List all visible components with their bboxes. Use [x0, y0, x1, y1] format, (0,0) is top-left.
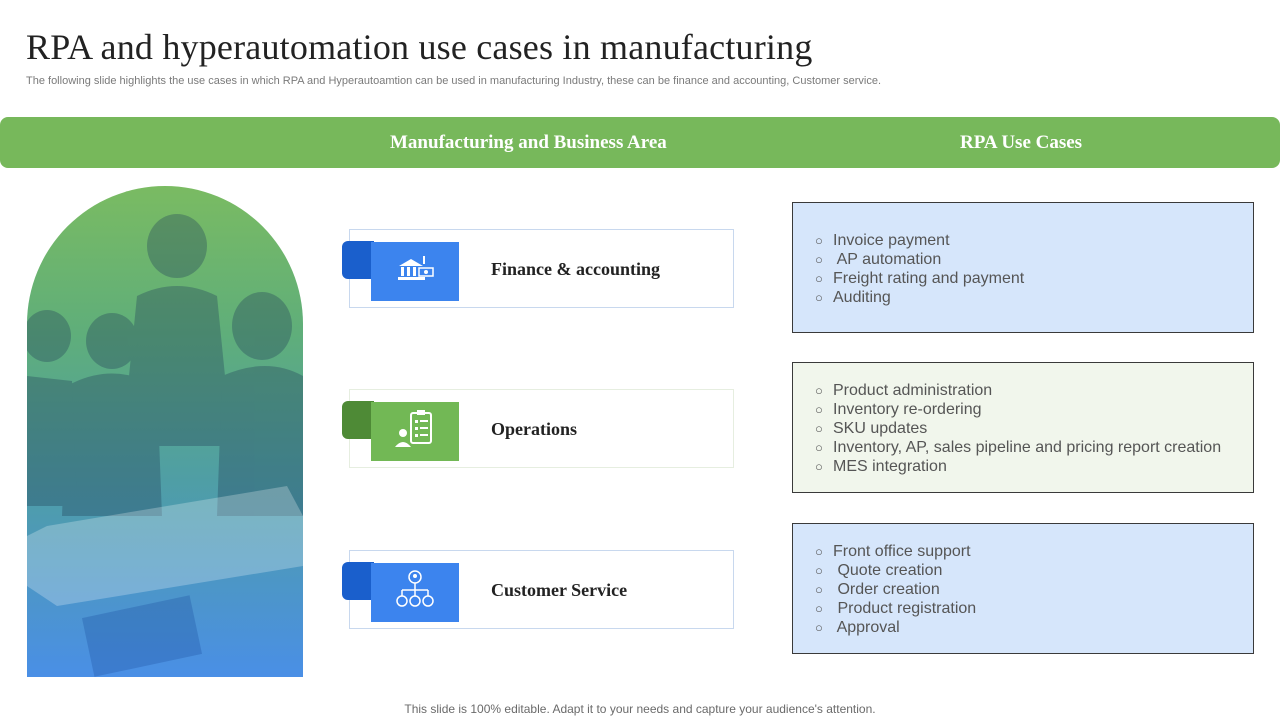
- use-case-text: Front office support: [833, 543, 971, 560]
- bullet-icon: ○: [815, 252, 823, 267]
- use-case-item: ○ SKU updates: [815, 419, 1253, 438]
- bullet-icon: ○: [815, 402, 823, 417]
- use-case-text: Auditing: [833, 289, 891, 306]
- header-business-area: Manufacturing and Business Area: [390, 132, 667, 153]
- card-icon-box: [371, 563, 459, 622]
- use-case-list: ○ Product administration ○ Inventory re-ord…: [815, 381, 1253, 476]
- use-case-text: MES integration: [833, 458, 947, 475]
- use-case-list: ○Front office support○ Quote creation○ O…: [815, 542, 1253, 637]
- area-label: Customer Service: [491, 580, 628, 600]
- use-case-text: Approval: [833, 619, 900, 636]
- customer-network-icon: [393, 570, 437, 615]
- card-icon-box: [371, 242, 459, 301]
- use-case-item: ○ Invoice payment: [815, 231, 1253, 250]
- use-case-text: Order creation: [833, 581, 940, 598]
- checklist-person-icon: [393, 409, 437, 454]
- use-case-text: Inventory re-ordering: [833, 401, 982, 418]
- bullet-icon: ○: [815, 582, 823, 597]
- footer-note: This slide is 100% editable. Adapt it to…: [404, 702, 876, 716]
- use-case-box-operations: ○ Product administration ○ Inventory re-ord…: [792, 362, 1254, 493]
- bullet-icon: ○: [815, 563, 823, 578]
- bullet-icon: ○: [815, 383, 823, 398]
- team-photo-illustration: [27, 214, 303, 677]
- use-case-item: ○ MES integration: [815, 457, 1253, 476]
- bank-money-icon: [395, 254, 435, 289]
- bullet-icon: ○: [815, 620, 823, 635]
- use-case-item: ○ Approval: [815, 618, 1253, 637]
- card-accent-tab: [342, 241, 374, 279]
- bullet-icon: ○: [815, 421, 823, 436]
- team-photo: [27, 186, 303, 677]
- area-card-customer-service: Customer Service: [342, 550, 734, 629]
- use-case-text: Product registration: [833, 600, 977, 617]
- bullet-icon: ○: [815, 290, 823, 305]
- card-accent-tab: [342, 562, 374, 600]
- header-bar: Manufacturing and Business Area RPA Use …: [0, 117, 1280, 168]
- use-case-item: ○ Inventory, AP, sales pipeline and prici…: [815, 438, 1253, 457]
- use-case-item: ○ Front office support: [815, 542, 1253, 561]
- bullet-icon: ○: [815, 601, 823, 616]
- bullet-icon: ○: [815, 440, 823, 455]
- card-accent-tab: [342, 401, 374, 439]
- area-label: Finance & accounting: [491, 259, 660, 279]
- use-case-text: SKU updates: [833, 420, 928, 437]
- page-title: RPA and hyperautomation use cases in man…: [26, 27, 813, 67]
- use-case-item: ○ Auditing: [815, 288, 1253, 307]
- use-case-item: ○ Product administration: [815, 381, 1253, 400]
- use-case-text: Product administration: [833, 382, 993, 399]
- bullet-icon: ○: [815, 271, 823, 286]
- card-icon-box: [371, 402, 459, 461]
- use-case-text: Invoice payment: [833, 232, 950, 249]
- use-case-text: Freight rating and payment: [833, 270, 1025, 287]
- use-case-text: AP automation: [833, 251, 942, 268]
- use-case-list: ○Invoice payment○ AP automation○Freight …: [815, 231, 1253, 307]
- use-case-item: ○ Quote creation: [815, 561, 1253, 580]
- use-case-item: ○ Product registration: [815, 599, 1253, 618]
- area-card-operations: Operations: [342, 389, 734, 468]
- bullet-icon: ○: [815, 544, 823, 559]
- use-case-item: ○ AP automation: [815, 250, 1253, 269]
- area-label: Operations: [491, 419, 578, 439]
- area-card-finance: Finance & accounting: [342, 229, 734, 308]
- bullet-icon: ○: [815, 459, 823, 474]
- use-case-box-customer-service: ○Front office support○ Quote creation○ O…: [792, 523, 1254, 654]
- bullet-icon: ○: [815, 233, 823, 248]
- use-case-box-finance: ○Invoice payment○ AP automation○Freight …: [792, 202, 1254, 333]
- use-case-item: ○ Freight rating and payment: [815, 269, 1253, 288]
- use-case-item: ○ Order creation: [815, 580, 1253, 599]
- use-case-text: Quote creation: [833, 562, 943, 579]
- use-case-item: ○ Inventory re-ordering: [815, 400, 1253, 419]
- use-case-text: Inventory, AP, sales pipeline and pricin…: [833, 439, 1222, 456]
- page-subtitle: The following slide highlights the use c…: [26, 75, 882, 87]
- header-rpa-use-cases: RPA Use Cases: [960, 132, 1083, 153]
